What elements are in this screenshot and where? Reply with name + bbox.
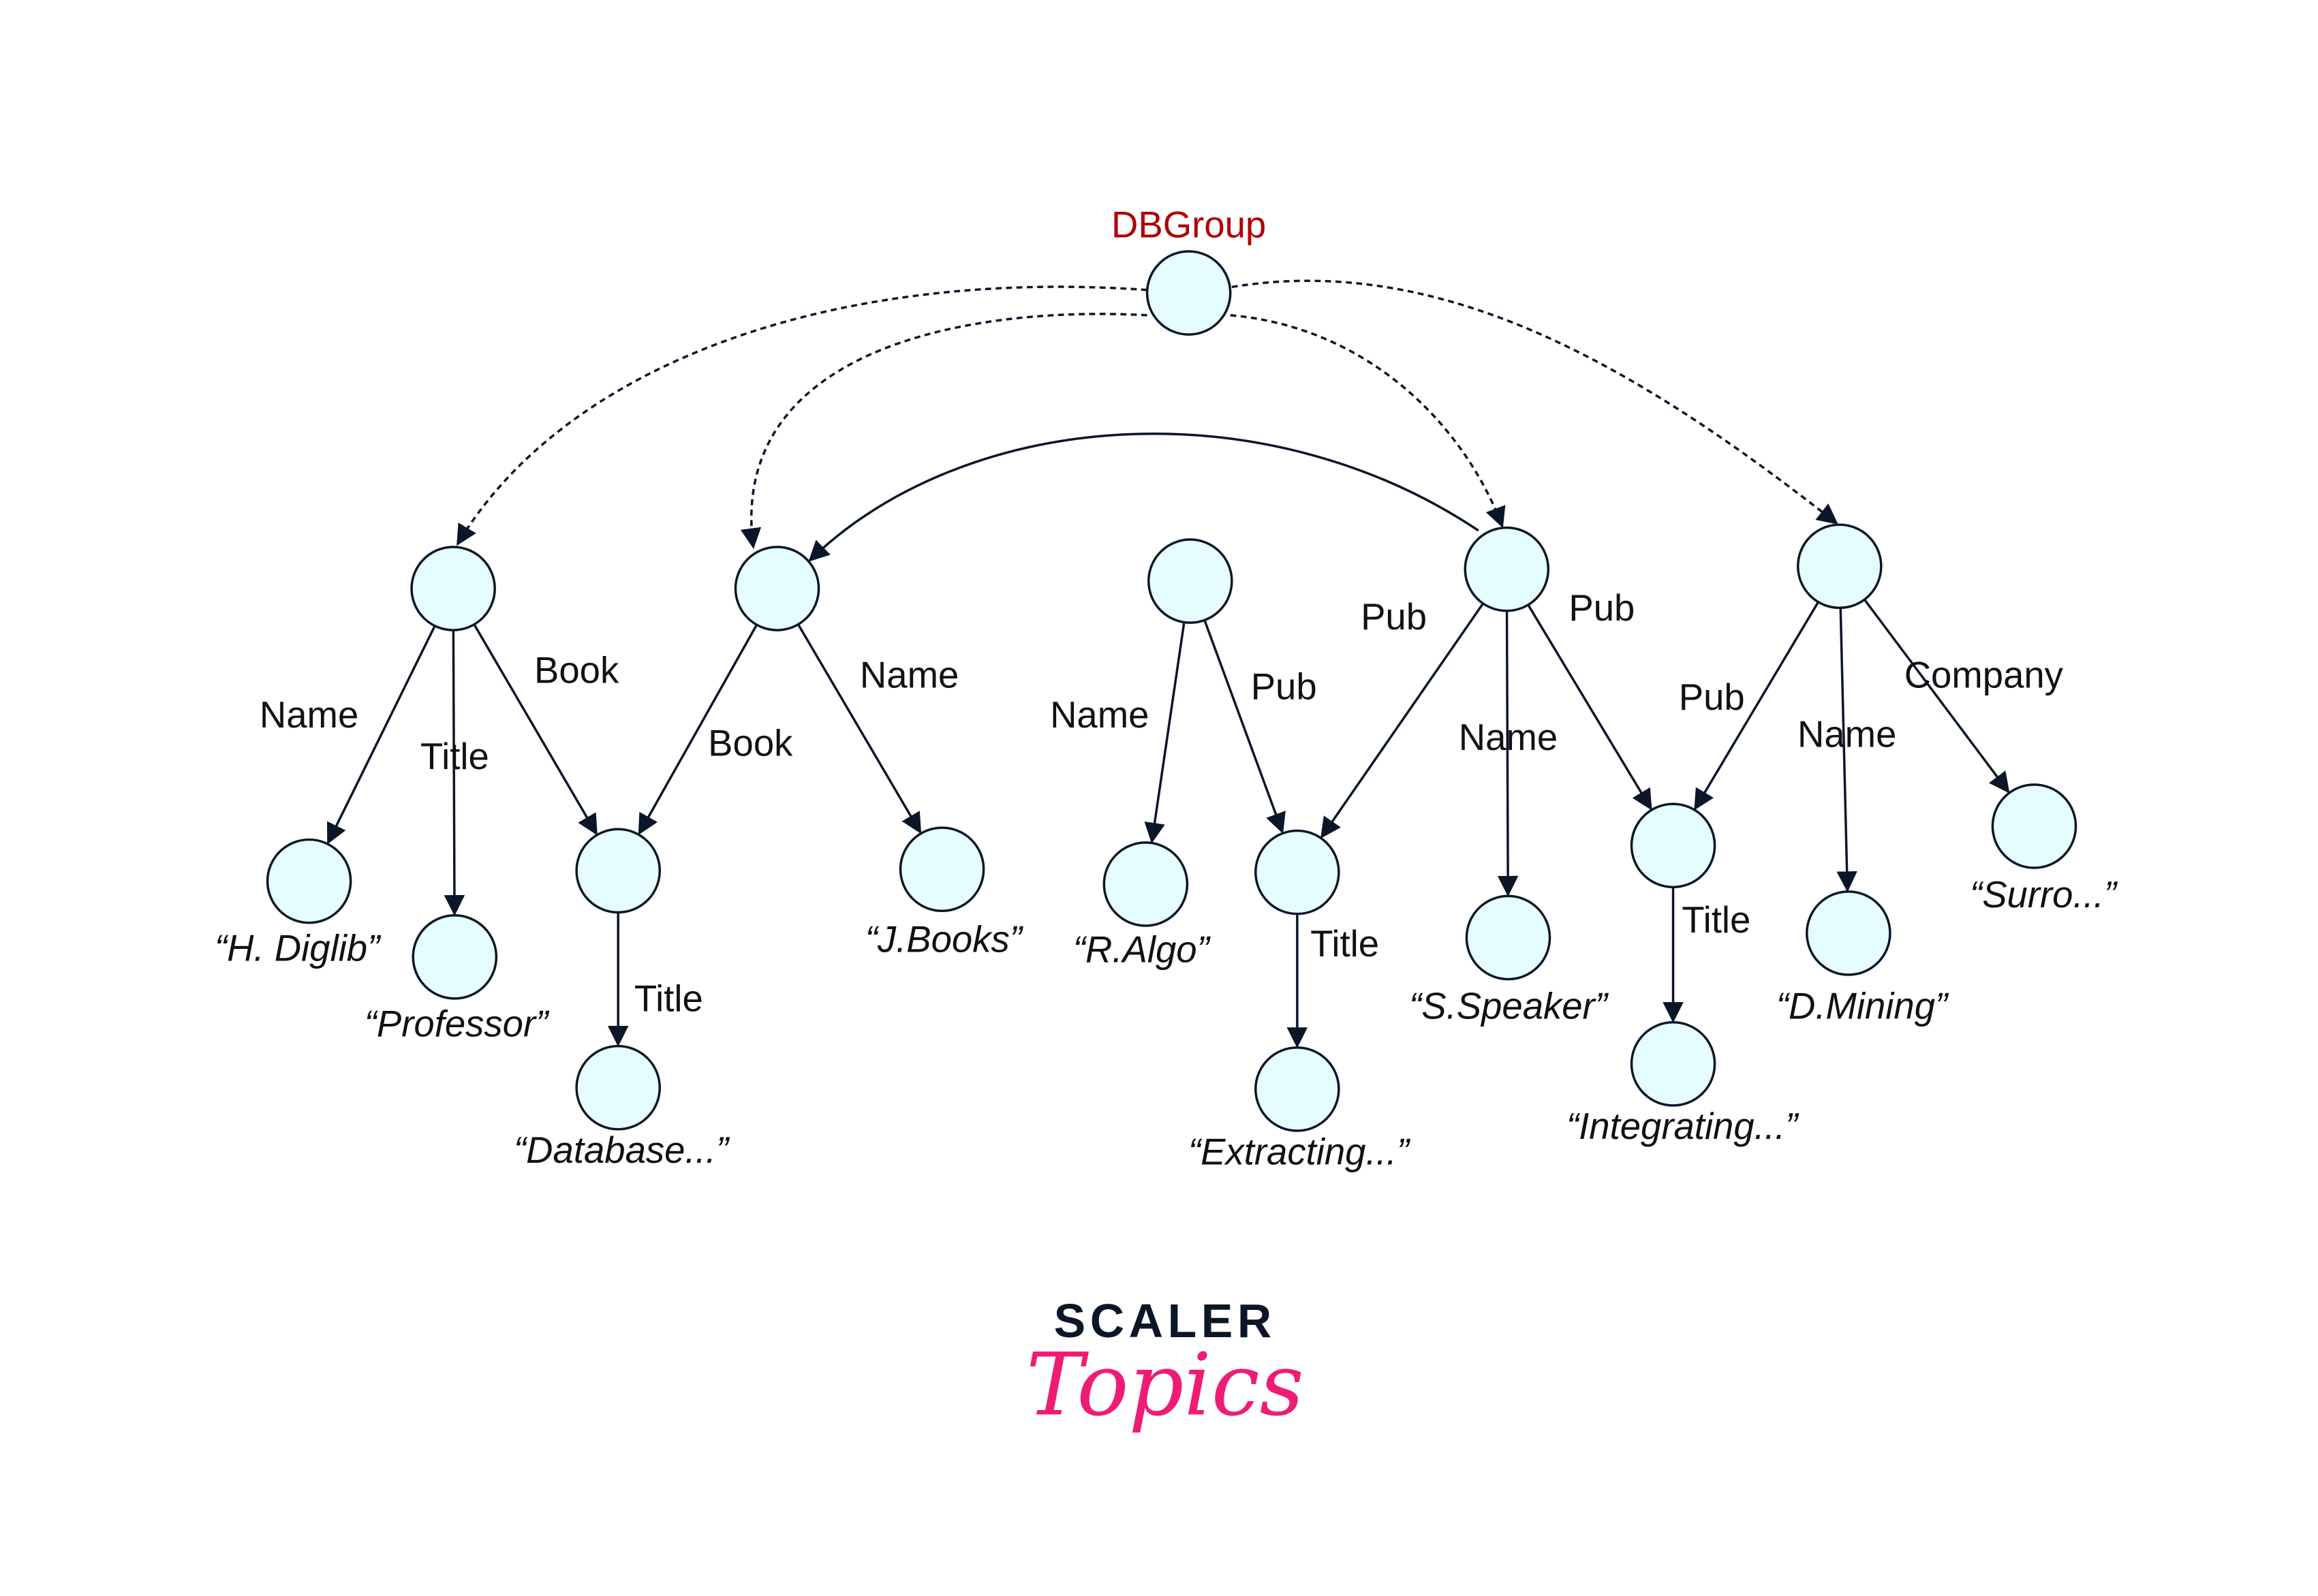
- edge-label: Name: [1459, 717, 1558, 758]
- edge-label: Title: [634, 978, 703, 1020]
- root-label: DBGroup: [1111, 204, 1266, 245]
- value-label: “Professor”: [365, 1003, 550, 1045]
- edge-b-jbooks: [797, 623, 922, 834]
- edge-d-pub2: [1527, 604, 1652, 811]
- node-root: [1145, 250, 1232, 336]
- curved-edge-d-b: [808, 433, 1479, 562]
- node-extract: [1254, 1046, 1340, 1132]
- dashed-edge-root-a: [457, 285, 1147, 546]
- node-ralgo: [1102, 841, 1189, 927]
- edge-a-prof: [444, 630, 465, 916]
- edge-d-pub1: [1320, 602, 1485, 839]
- node-pub2: [1630, 802, 1716, 889]
- edge-label: Pub: [1361, 596, 1427, 638]
- node-integr: [1630, 1021, 1716, 1107]
- edge-c-ralgo: [1144, 622, 1186, 844]
- dashed-edge-root-e: [1231, 279, 1838, 525]
- edge-c-pub1: [1203, 619, 1286, 834]
- node-hdiglib: [266, 838, 352, 924]
- value-label: “Database...”: [514, 1129, 730, 1171]
- edge-e-dmining: [1836, 608, 1857, 892]
- node-prof: [412, 914, 498, 1000]
- edge-d-sspeaker: [1497, 610, 1519, 897]
- value-label: “S.Speaker”: [1409, 986, 1609, 1027]
- node-book1: [575, 828, 662, 914]
- node-dmining: [1806, 890, 1891, 976]
- value-label: “Extracting...”: [1188, 1131, 1411, 1172]
- value-label: “Surro...”: [1970, 874, 2118, 916]
- value-label: “Integrating...”: [1566, 1106, 1799, 1147]
- logo-scaler-text: SCALER: [1054, 1294, 1276, 1347]
- edge-label: Book: [534, 650, 619, 691]
- edge-label: Title: [1682, 899, 1750, 941]
- edge-label: Title: [420, 736, 489, 777]
- edge-a-book1: [473, 623, 598, 836]
- edge-a-hdiglib: [326, 625, 436, 845]
- edge-label: Name: [1797, 713, 1896, 755]
- value-label: “H. Diglib”: [215, 928, 382, 969]
- edge-label: Name: [260, 694, 358, 736]
- edge-label: Name: [1050, 694, 1149, 736]
- edge-label: Title: [1310, 923, 1379, 965]
- node-db: [575, 1044, 662, 1131]
- logo-topics-text: Topics: [1026, 1335, 1304, 1435]
- node-d: [1464, 526, 1550, 612]
- node-e: [1796, 523, 1883, 610]
- dashed-edge-root-b: [740, 313, 1147, 549]
- edge-e-surro: [1863, 599, 2010, 794]
- edge-label: Pub: [1251, 666, 1317, 708]
- value-label: “J.Books”: [865, 918, 1024, 960]
- node-sspeaker: [1465, 894, 1551, 981]
- edge-b-book1: [638, 624, 758, 835]
- dashed-edge-root-d: [1230, 314, 1506, 529]
- node-c: [1147, 538, 1233, 624]
- edge-label: Book: [708, 723, 793, 764]
- node-b: [734, 546, 820, 631]
- edge-label: Name: [860, 654, 959, 695]
- node-surro: [1991, 783, 2077, 869]
- edge-label: Pub: [1568, 587, 1635, 629]
- edge-e-pub2: [1694, 601, 1820, 811]
- value-label: “D.Mining”: [1776, 986, 1949, 1027]
- node-jbooks: [899, 826, 985, 912]
- edge-label: Company: [1904, 654, 2064, 695]
- edge-label: Pub: [1679, 676, 1745, 718]
- node-pub1: [1254, 829, 1340, 916]
- node-a: [410, 546, 496, 631]
- scaler-topics-logo: SCALER Topics: [1026, 1294, 1304, 1435]
- value-label: “R.Algo”: [1073, 929, 1211, 971]
